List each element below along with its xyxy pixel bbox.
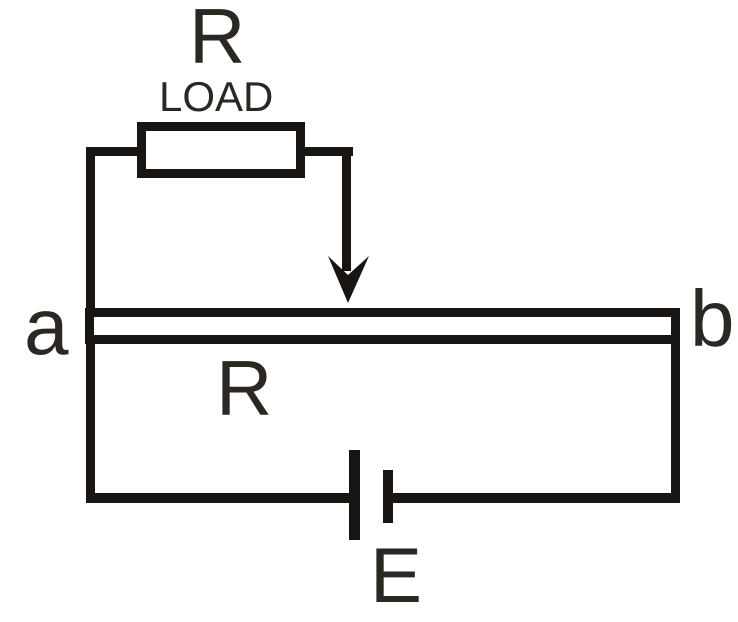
load-resistor-symbol [137, 122, 305, 178]
wire-load-right-horizontal [300, 147, 353, 156]
load-resistor-label-r: R [189, 0, 246, 80]
battery-short-plate [383, 470, 393, 523]
slide-wire-symbol [85, 308, 680, 344]
wire-bottom-left-horizontal [86, 493, 352, 503]
battery-long-plate [349, 450, 360, 540]
load-resistor-label-load: LOAD [159, 73, 274, 120]
battery-label-e: E [370, 531, 423, 619]
wiper-arrowhead-icon [328, 256, 369, 303]
terminal-a-label: a [24, 282, 69, 371]
wiper-arrow-shaft [342, 151, 351, 271]
wire-right-vertical [671, 312, 680, 503]
slide-wire-label-r: R [216, 344, 273, 432]
wire-bottom-right-horizontal [393, 493, 680, 503]
terminal-b-label: b [690, 274, 735, 363]
wire-load-left-horizontal [86, 147, 141, 156]
